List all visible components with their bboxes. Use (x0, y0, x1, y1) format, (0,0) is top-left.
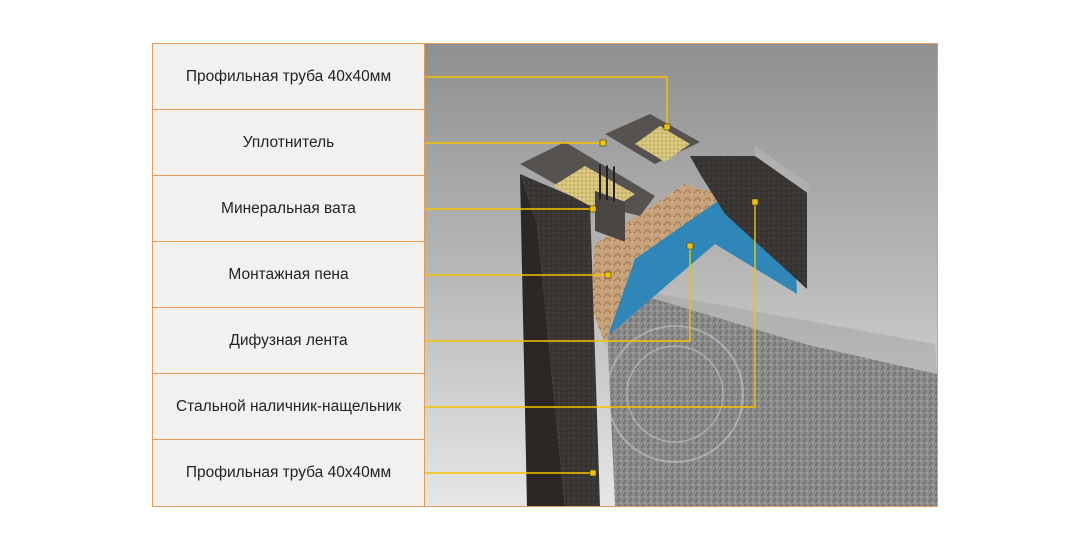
mineral-wool-upper (635, 126, 690, 162)
label-seal: Уплотнитель (153, 110, 424, 176)
diagram-frame: Профильная труба 40x40мм Уплотнитель Мин… (152, 43, 938, 507)
label-column: Профильная труба 40x40мм Уплотнитель Мин… (153, 44, 425, 506)
label-mineral-wool: Минеральная вата (153, 176, 424, 242)
label-mounting-foam: Монтажная пена (153, 242, 424, 308)
label-profile-pipe-top: Профильная труба 40x40мм (153, 44, 424, 110)
label-steel-casing: Стальной наличник-нащельник (153, 374, 424, 440)
label-diffusion-tape: Дифузная лента (153, 308, 424, 374)
door-frame-cutaway-illustration (425, 44, 937, 506)
label-profile-pipe-bottom: Профильная труба 40x40мм (185, 464, 392, 481)
